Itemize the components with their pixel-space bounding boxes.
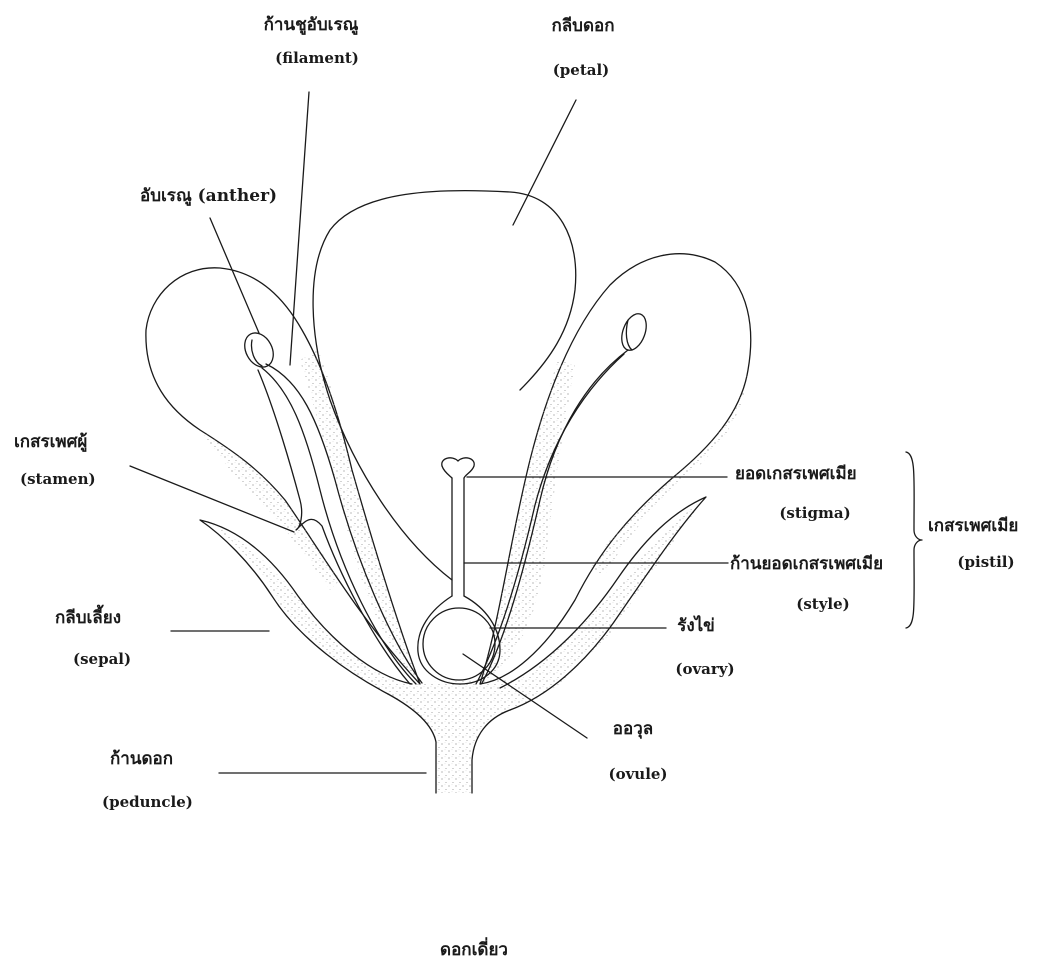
label-filament-en: (filament) — [275, 51, 359, 66]
leader-filament — [290, 92, 309, 365]
label-anther: อับเรณู (anther) — [140, 188, 277, 205]
anther-left-inner — [251, 340, 262, 366]
label-ovule-en: (ovule) — [608, 767, 667, 782]
label-stigma-en: (stigma) — [779, 506, 850, 521]
petal-left-lower-stipple — [200, 430, 340, 590]
anther-right — [617, 310, 651, 353]
peduncle — [205, 498, 705, 793]
label-stigma-th: ยอดเกสรเพศเมีย — [735, 466, 857, 483]
ovule — [423, 608, 495, 680]
label-petal-en: (petal) — [553, 63, 610, 78]
label-style-th: ก้านยอดเกสรเพศเมีย — [730, 556, 883, 573]
label-filament-th: ก้านชูอับเรณู — [264, 17, 359, 34]
label-pistil-th: เกสรเพศเมีย — [928, 518, 1018, 535]
pistil-brace — [906, 452, 922, 628]
leader-petal — [513, 100, 576, 225]
figure-caption: ดอกเดี่ยว — [440, 942, 508, 959]
label-stamen-en: (stamen) — [20, 472, 96, 487]
label-peduncle-en: (peduncle) — [102, 795, 193, 810]
stigma — [442, 458, 474, 478]
label-ovule-th: ออวุล — [613, 721, 653, 738]
label-sepal-th: กลีบเลี้ยง — [55, 610, 121, 627]
leader-anther — [210, 218, 259, 333]
label-sepal-en: (sepal) — [73, 652, 131, 667]
label-pistil-en: (pistil) — [957, 555, 1014, 570]
anther-left — [239, 328, 279, 372]
anther-right-inner — [626, 320, 632, 350]
label-ovary-en: (ovary) — [675, 662, 734, 677]
label-stamen-th: เกสรเพศผู้ — [14, 434, 87, 451]
label-ovary-th: รังไข่ — [677, 618, 715, 635]
label-peduncle-th: ก้านดอก — [110, 751, 173, 768]
stigma-base — [442, 466, 452, 478]
label-petal-th: กลีบดอก — [551, 18, 614, 35]
label-style-en: (style) — [796, 597, 850, 612]
